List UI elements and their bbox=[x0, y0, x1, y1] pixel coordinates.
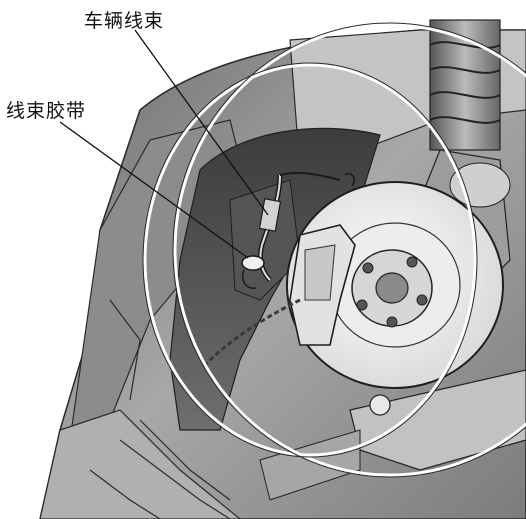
callout-circles-outline bbox=[142, 22, 526, 478]
leader-line-tie bbox=[59, 121, 249, 259]
harness-tie bbox=[241, 255, 265, 289]
vehicle-harness bbox=[257, 171, 355, 282]
harness-chain bbox=[203, 298, 301, 367]
label-vehicle-harness: 车辆线束 bbox=[84, 10, 165, 32]
label-harness-tie: 线束胶带 bbox=[6, 100, 87, 122]
brake-caliper bbox=[289, 224, 356, 346]
suspension-spring bbox=[429, 19, 501, 151]
leader-lines bbox=[59, 29, 269, 259]
leader-line-harness bbox=[134, 29, 269, 216]
wheel-hub bbox=[351, 249, 433, 328]
lower-control-arm bbox=[259, 369, 526, 501]
callout-circles bbox=[143, 23, 526, 477]
underbody-frame bbox=[89, 299, 231, 519]
